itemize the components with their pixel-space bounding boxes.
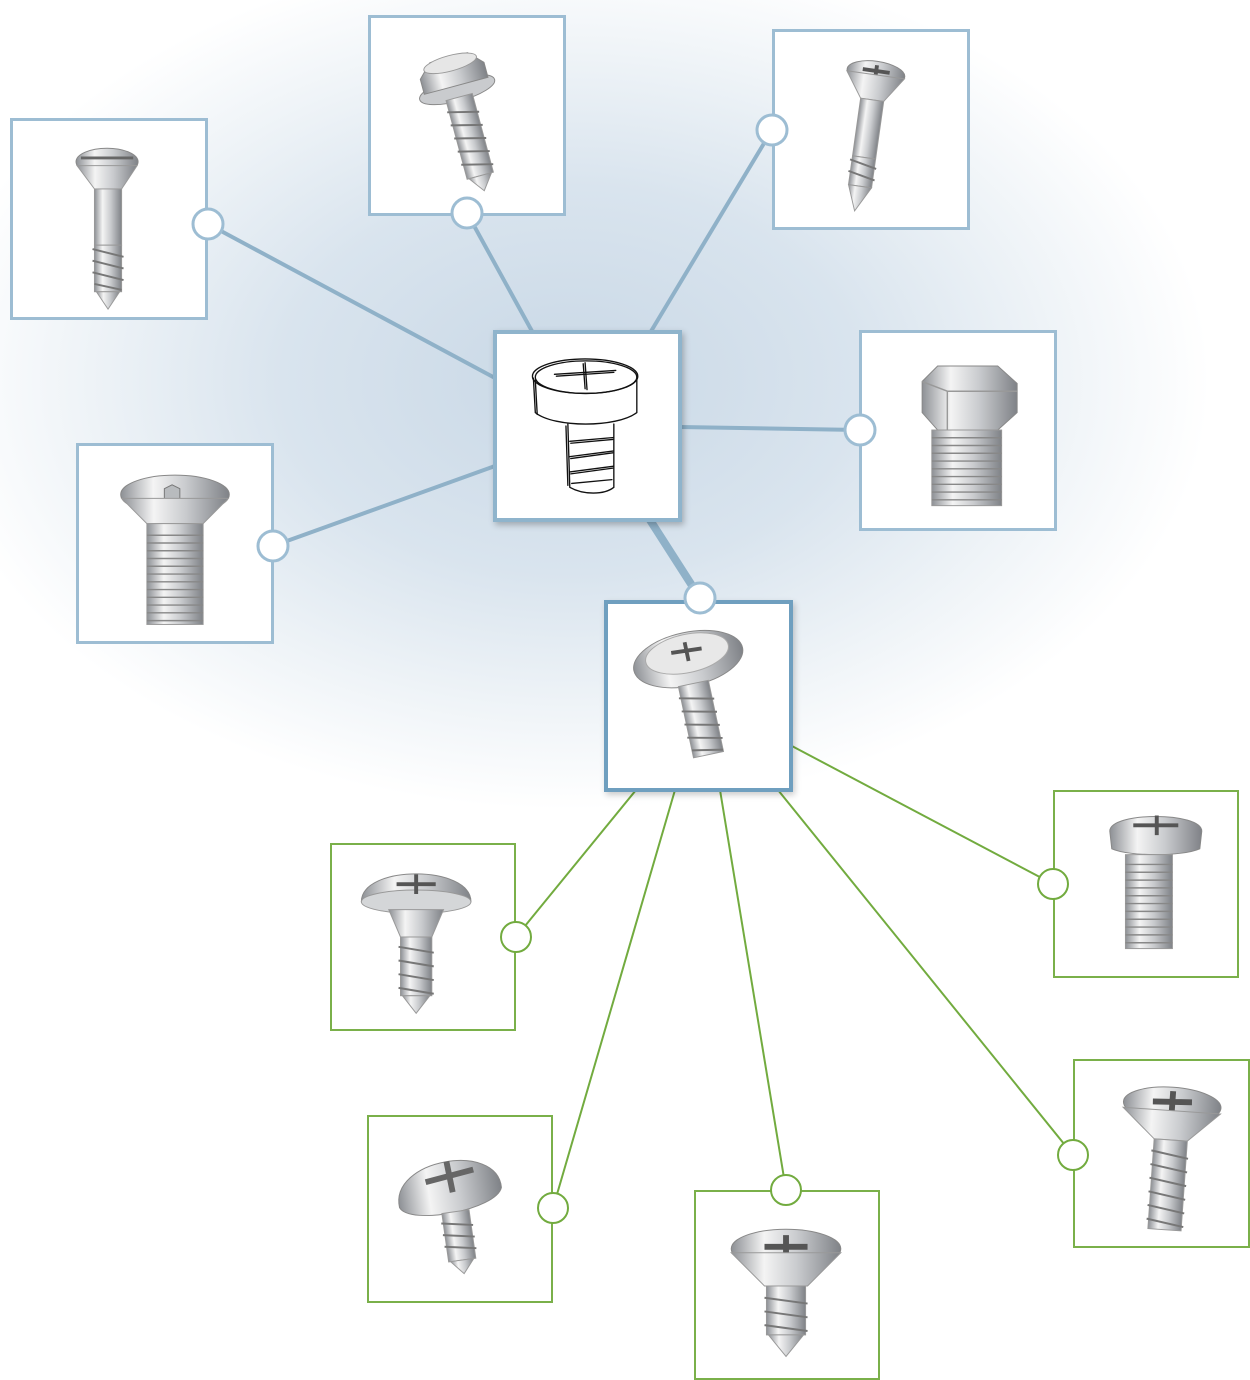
link-pan-tapping xyxy=(552,789,676,1209)
phillips-washer-head-tapping-screw-icon xyxy=(633,629,744,759)
handle-phillips-drywall[interactable] xyxy=(755,113,789,147)
screw-node-phillips-pan-tapping[interactable] xyxy=(367,1115,553,1303)
link-flat-wood xyxy=(777,789,1074,1156)
screw-node-phillips-oval-tapping[interactable] xyxy=(330,843,516,1031)
hex-head-bolt-icon xyxy=(921,365,1018,507)
link-pan-machine xyxy=(789,744,1054,885)
phillips-pan-head-tapping-screw-icon xyxy=(398,1160,502,1275)
screw-node-phillips-pan-machine[interactable] xyxy=(1053,790,1239,978)
handle-hex-washer[interactable] xyxy=(450,196,484,230)
link-hex-socket xyxy=(272,464,496,548)
screw-node-hex-head-bolt[interactable] xyxy=(859,330,1057,531)
hex-socket-flat-head-screw-icon xyxy=(120,474,230,625)
root-screw-node[interactable] xyxy=(493,330,682,522)
handle-hex-bolt[interactable] xyxy=(843,413,877,447)
handle-oval-tapping[interactable] xyxy=(500,921,532,953)
handle-slotted-wood[interactable] xyxy=(191,207,225,241)
slotted-flat-head-wood-screw-icon xyxy=(75,147,139,311)
handle-pan-tapping[interactable] xyxy=(537,1192,569,1224)
phillips-flat-head-tapping-screw-icon xyxy=(730,1228,842,1358)
handle-hex-socket[interactable] xyxy=(256,529,290,563)
phillips-oval-head-tapping-screw-icon xyxy=(360,873,472,1015)
selected-screw-node[interactable] xyxy=(604,600,793,792)
phillips-flat-head-wood-screw-icon xyxy=(1121,1086,1222,1232)
link-flat-tapping xyxy=(719,789,787,1191)
screw-node-phillips-flat-drywall[interactable] xyxy=(772,29,970,230)
phillips-pan-head-machine-screw-icon xyxy=(1109,815,1203,950)
handle-flat-tapping[interactable] xyxy=(770,1174,802,1206)
screw-node-phillips-flat-tapping[interactable] xyxy=(694,1190,880,1380)
screw-node-hex-socket-flat[interactable] xyxy=(76,443,274,644)
link-slotted-wood xyxy=(207,222,496,380)
handle-flat-wood[interactable] xyxy=(1057,1139,1089,1171)
link-hex-bolt xyxy=(679,425,861,432)
link-phillips-drywall xyxy=(648,128,774,335)
link-oval-tapping xyxy=(515,789,637,938)
screw-node-phillips-flat-wood[interactable] xyxy=(1073,1059,1250,1248)
handle-selected[interactable] xyxy=(683,581,717,615)
sketched-screw-icon xyxy=(531,358,639,494)
link-hex-washer xyxy=(465,212,535,334)
phillips-flat-head-drywall-screw-icon xyxy=(846,60,906,213)
handle-pan-machine[interactable] xyxy=(1037,868,1069,900)
hex-washer-head-tapping-screw-icon xyxy=(419,52,496,192)
